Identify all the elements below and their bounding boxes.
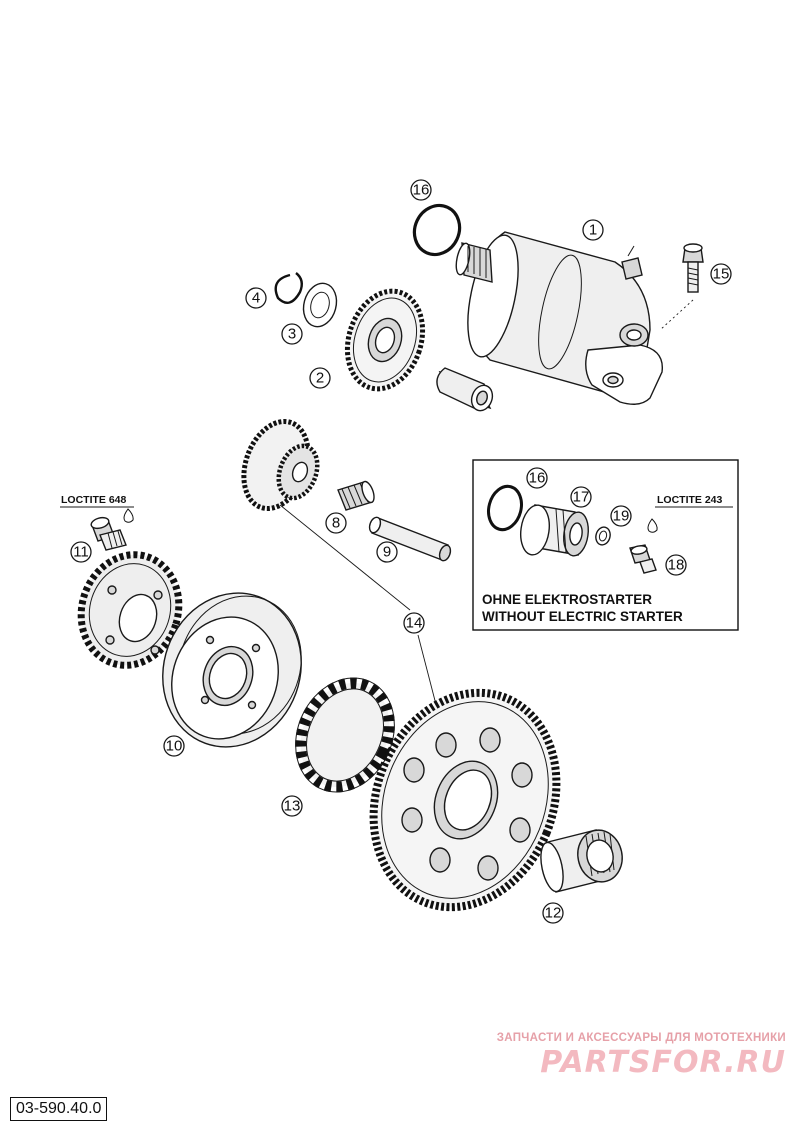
svg-text:13: 13 (284, 798, 301, 815)
callout-1: 1 (582, 219, 604, 241)
svg-text:14: 14 (406, 615, 423, 632)
starter-motor-part (455, 231, 664, 405)
loctite-drop-icon (123, 508, 134, 523)
svg-text:16: 16 (413, 182, 430, 199)
inset-caption-en: WITHOUT ELECTRIC STARTER (482, 609, 683, 624)
o-ring-part (412, 203, 462, 257)
svg-text:19: 19 (613, 508, 630, 525)
freewheel-gear-part (77, 551, 183, 669)
callout-3: 3 (281, 323, 303, 345)
sprag-clutch-part (295, 677, 395, 793)
inset-panel (472, 459, 739, 631)
starter-gear-large-part (369, 688, 561, 912)
watermark: ЗАПЧАСТИ И АКСЕССУАРЫ ДЛЯ МОТОТЕХНИКИ PA… (497, 1032, 786, 1080)
callout-13: 13 (281, 795, 303, 817)
callout-12: 12 (542, 902, 564, 924)
svg-text:18: 18 (668, 557, 685, 574)
callout-16: 16 (410, 179, 432, 201)
freewheel-housing-part (162, 592, 302, 748)
callout-17: 17 (570, 486, 592, 508)
callout-2: 2 (309, 367, 331, 389)
bushing-part (436, 367, 494, 412)
svg-text:11: 11 (73, 544, 89, 561)
svg-text:8: 8 (332, 515, 340, 532)
circlip-part (274, 272, 303, 304)
double-gear-part (241, 418, 320, 512)
callout-18: 18 (665, 554, 687, 576)
callout-4: 4 (245, 287, 267, 309)
svg-text:9: 9 (383, 544, 391, 561)
loctite-drop-icon (647, 518, 658, 533)
washer-part (302, 282, 338, 328)
callout-19: 19 (610, 505, 632, 527)
callout-16-inset: 16 (526, 467, 548, 489)
bolt-loctite-part (90, 516, 127, 551)
callout-8: 8 (325, 512, 347, 534)
part-code-label: 03-590.40.0 (10, 1097, 108, 1121)
svg-text:12: 12 (545, 905, 562, 922)
callout-14: 14 (403, 612, 425, 634)
needle-bearing-large-part (540, 829, 623, 893)
watermark-brand: PARTSFOR.RU (540, 1045, 786, 1080)
svg-text:3: 3 (288, 326, 296, 343)
svg-text:17: 17 (573, 489, 590, 506)
svg-text:15: 15 (713, 266, 730, 283)
callout-11: 11 (70, 541, 92, 563)
callout-15: 15 (710, 263, 732, 285)
shaft-part (368, 516, 452, 562)
svg-text:2: 2 (316, 370, 324, 387)
svg-text:16: 16 (529, 470, 546, 487)
svg-text:4: 4 (252, 290, 260, 307)
callout-10: 10 (163, 735, 185, 757)
needle-bearing-small-part (337, 480, 375, 511)
svg-text:10: 10 (166, 738, 183, 755)
svg-text:1: 1 (589, 222, 597, 239)
inset-caption-de: OHNE ELEKTROSTARTER (482, 592, 652, 607)
loctite-main-label: LOCTITE 648 (61, 494, 127, 506)
loctite-inset-label: LOCTITE 243 (657, 494, 723, 506)
bolt-part (682, 243, 704, 293)
callout-9: 9 (376, 541, 398, 563)
intermediate-gear-part (344, 288, 426, 392)
watermark-tagline: ЗАПЧАСТИ И АКСЕССУАРЫ ДЛЯ МОТОТЕХНИКИ (496, 1032, 786, 1044)
